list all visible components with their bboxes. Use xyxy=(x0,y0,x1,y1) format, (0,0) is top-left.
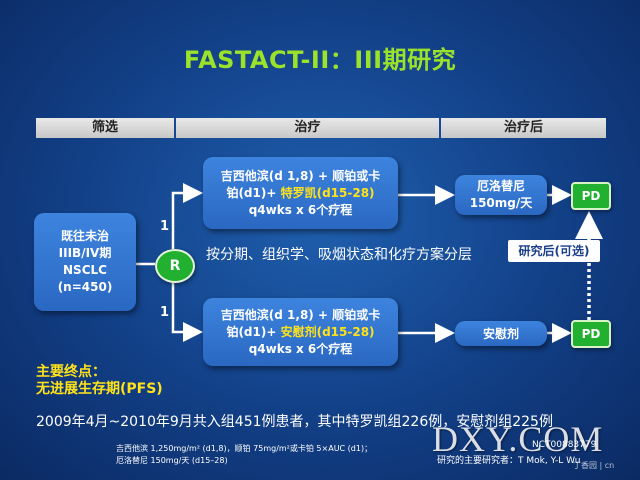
arm2-line-2-prefix: 铂(d1)+ xyxy=(226,324,281,339)
patient-line-4: (n=450) xyxy=(57,280,113,294)
watermark-subtext: 丁香园 | cn xyxy=(573,461,615,470)
principal-investigator: 研究的主要研究者：T Mok, Y-L Wu xyxy=(437,456,581,466)
enrollment-text: 2009年4月~2010年9月共入组451例患者，其中特罗凯组226例，安慰剂组… xyxy=(36,414,553,430)
connector-r-to-arm2 xyxy=(171,279,203,342)
erlotinib-arm-box: 吉西他滨(d 1,8) + 顺铂或卡 铂(d1)+ 特罗凯(d15-28) q4… xyxy=(203,157,398,229)
phase-treatment-header: 治疗 xyxy=(176,118,439,138)
arm1-line-3: q4wks x 6个疗程 xyxy=(248,202,353,217)
connector-r-to-arm1 xyxy=(171,183,203,249)
pd-box-bottom: PD xyxy=(571,320,611,348)
arm1-line-1: 吉西他滨(d 1,8) + 顺铂或卡 xyxy=(220,168,381,183)
arm1-line-2-prefix: 铂(d1)+ xyxy=(226,185,281,200)
pd-box-top: PD xyxy=(571,182,611,210)
arm2-line-3: q4wks x 6个疗程 xyxy=(248,341,353,356)
placebo-maintenance-box: 安慰剂 xyxy=(455,321,547,346)
patient-line-3: NSCLC xyxy=(63,263,107,277)
watermark-logo: DXY.COM xyxy=(432,419,604,459)
erlotinib-maintenance-line-1: 厄洛替尼 xyxy=(476,179,525,193)
arm2-line-2: 铂(d1)+ 安慰剂(d15-28) xyxy=(226,324,374,341)
patient-line-2: IIIB/IV期 xyxy=(58,246,112,260)
ratio-bottom: 1 xyxy=(160,305,170,320)
phase-screening-header: 筛选 xyxy=(36,118,174,138)
arm1-line-2: 铂(d1)+ 特罗凯(d15-28) xyxy=(226,185,374,202)
trial-id: NCT00883779 xyxy=(532,440,597,450)
primary-endpoint-label: 主要终点： xyxy=(36,364,106,380)
patient-line-1: 既往未治 xyxy=(60,229,109,243)
randomization-circle: R xyxy=(155,249,195,283)
erlotinib-maintenance-line-2: 150mg/天 xyxy=(469,196,533,210)
post-study-label: 研究后(可选) xyxy=(508,240,600,262)
page-title: FASTACT-II：III期研究 xyxy=(183,46,457,74)
arm2-drug: 安慰剂(d15-28) xyxy=(280,324,375,339)
patient-population-box: 既往未治 IIIB/IV期 NSCLC (n=450) xyxy=(34,213,136,311)
arm1-drug: 特罗凯(d15-28) xyxy=(280,185,375,200)
dosing-footnote-2: 厄洛替尼 150mg/天 (d15–28) xyxy=(116,456,228,465)
stratification-text: 按分期、组织学、吸烟状态和化疗方案分层 xyxy=(206,247,472,263)
erlotinib-maintenance-box: 厄洛替尼 150mg/天 xyxy=(455,175,547,215)
arm2-line-1: 吉西他滨(d 1,8) + 顺铂或卡 xyxy=(220,307,381,322)
placebo-arm-box: 吉西他滨(d 1,8) + 顺铂或卡 铂(d1)+ 安慰剂(d15-28) q4… xyxy=(203,298,398,366)
ratio-top: 1 xyxy=(160,219,170,234)
phase-post-treatment-header: 治疗后 xyxy=(441,118,606,138)
primary-endpoint-value: 无进展生存期(PFS) xyxy=(36,381,163,397)
dosing-footnote-1: 吉西他滨 1,250mg/m² (d1,8)，顺铂 75mg/m²或卡铂 5×A… xyxy=(116,444,373,453)
